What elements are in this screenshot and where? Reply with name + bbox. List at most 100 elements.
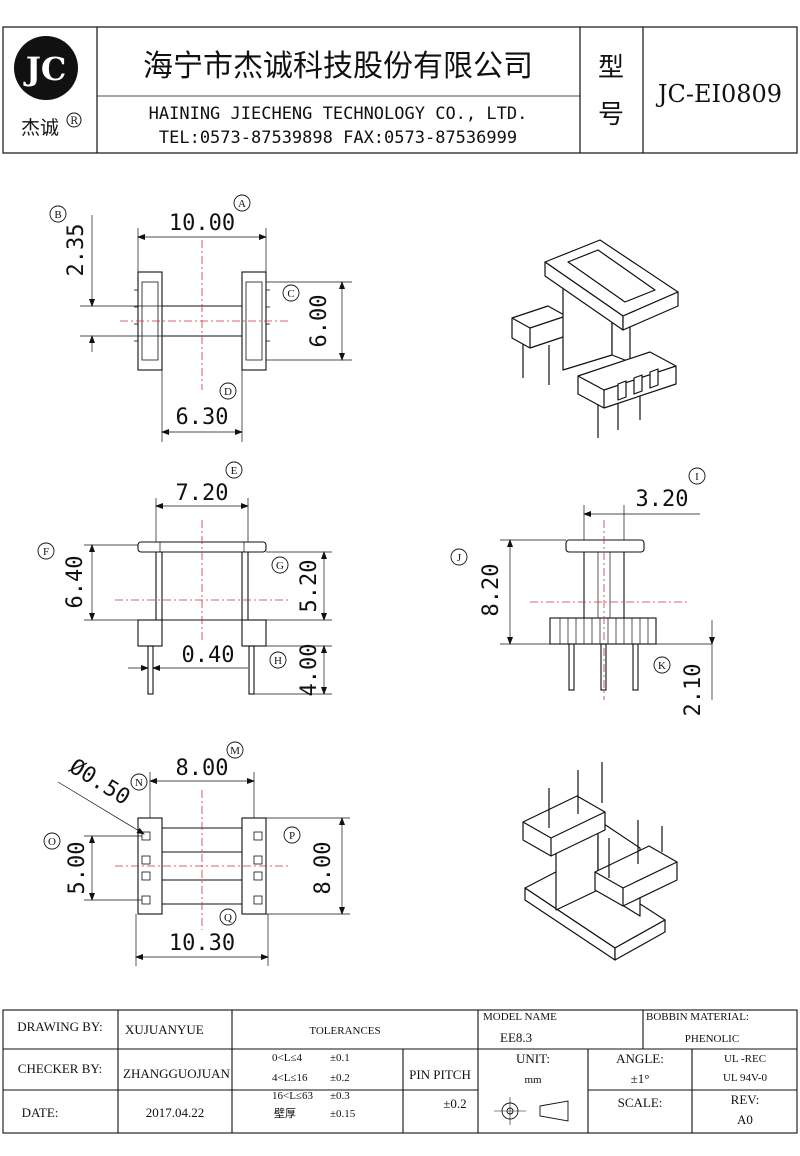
dim-f-value: 6.40 — [63, 556, 88, 609]
dim-e-value: 7.20 — [176, 481, 229, 506]
isometric-view-bottom — [522, 762, 678, 961]
tolerances-label: TOLERANCES — [309, 1025, 380, 1037]
svg-text:G: G — [276, 560, 284, 572]
svg-text:E: E — [231, 465, 238, 477]
tag-e: E — [225, 461, 243, 479]
dim-h-value: 4.00 — [297, 644, 322, 697]
unit-label: UNIT: — [516, 1051, 550, 1066]
tol-value-1: ±0.2 — [330, 1072, 350, 1084]
model-name-label: MODEL NAME — [483, 1011, 557, 1023]
svg-text:M: M — [230, 745, 240, 757]
svg-text:N: N — [135, 777, 143, 789]
dim-b-value: 2.35 — [64, 224, 89, 277]
tag-a: A — [233, 194, 251, 212]
tag-h: H — [269, 651, 287, 669]
tag-p: P — [283, 826, 301, 844]
tag-g: G — [271, 556, 289, 574]
dim-n-value: Ø0.50 — [65, 754, 134, 810]
tol-value-2: ±0.3 — [330, 1090, 350, 1102]
dim-j-value: 8.20 — [479, 564, 504, 617]
dim-p-value: 8.00 — [311, 842, 336, 895]
dim-m-value: 8.00 — [176, 756, 229, 781]
dim-d-value: 6.30 — [176, 405, 229, 430]
front-view — [84, 498, 332, 695]
company-name-cn: 海宁市杰诚科技股份有限公司 — [143, 49, 533, 84]
checker-by-value: ZHANGGUOJUAN — [123, 1066, 230, 1081]
logo-text: JC — [23, 50, 67, 88]
date-label: DATE: — [22, 1105, 59, 1120]
svg-text:A: A — [238, 198, 246, 210]
tag-q: Q — [219, 908, 237, 926]
tag-o: O — [43, 832, 61, 850]
tag-k: K — [653, 656, 671, 674]
drawing-by-value: XUJUANYUE — [125, 1022, 204, 1037]
dim-q-value: 10.30 — [169, 931, 235, 956]
isometric-view-top — [511, 239, 679, 438]
projection-symbol — [494, 1097, 569, 1125]
title-block-grid — [2, 1009, 798, 1134]
svg-text:P: P — [289, 830, 295, 842]
unit-value: mm — [524, 1074, 542, 1086]
svg-text:H: H — [274, 655, 282, 667]
model-label-2: 号 — [598, 100, 624, 130]
model-number: JC-EI0809 — [655, 80, 782, 108]
bobbin-material-value: PHENOLIC — [685, 1033, 739, 1045]
tag-c: C — [282, 284, 300, 302]
title-header — [2, 26, 798, 154]
tol-value-3: ±0.15 — [330, 1108, 356, 1120]
bobbin-material-label: BOBBIN MATERIAL: — [646, 1011, 749, 1023]
pin-pitch-value: ±0.2 — [443, 1096, 466, 1111]
dimension-tags: A B C D E F G H I J K M N O P Q — [37, 194, 706, 926]
tag-i: I — [688, 467, 706, 485]
company-contact: TEL:0573-87539898 FAX:0573-87536999 — [159, 128, 517, 148]
ul-rec: UL -REC — [724, 1053, 766, 1065]
registered-mark: R — [70, 116, 78, 127]
pin-pitch-label: PIN PITCH — [409, 1067, 471, 1082]
tol-range-2: 16<L≤63 — [272, 1090, 313, 1102]
dim-k-value: 2.10 — [681, 664, 706, 717]
svg-text:I: I — [695, 471, 699, 483]
dim-o-value: 5.00 — [65, 842, 90, 895]
company-logo: JC 杰诚 R — [14, 36, 82, 139]
svg-text:D: D — [224, 386, 232, 398]
tol-value-0: ±0.1 — [330, 1052, 350, 1064]
bottom-view — [57, 772, 350, 966]
dim-g-value: 5.20 — [297, 560, 322, 613]
tol-range-3: 壁厚 — [274, 1106, 296, 1120]
tag-b: B — [49, 205, 67, 223]
svg-text:B: B — [54, 209, 61, 221]
date-value: 2017.04.22 — [146, 1105, 205, 1120]
tag-j: J — [450, 548, 468, 566]
svg-text:F: F — [43, 546, 49, 558]
rev-label: REV: — [731, 1092, 760, 1107]
tag-f: F — [37, 542, 55, 560]
svg-text:C: C — [287, 288, 294, 300]
scale-label: SCALE: — [618, 1095, 663, 1110]
pin-diameter-value: 0.40 — [182, 643, 235, 668]
logo-subtext: 杰诚 — [21, 117, 59, 139]
tol-range-0: 0<L≤4 — [272, 1052, 302, 1064]
tag-m: M — [226, 741, 244, 759]
rev-value: A0 — [737, 1112, 753, 1127]
angle-label: ANGLE: — [616, 1051, 664, 1066]
ul-94v0: UL 94V-0 — [723, 1072, 768, 1084]
company-name-en: HAINING JIECHENG TECHNOLOGY CO., LTD. — [149, 104, 528, 124]
svg-text:Q: Q — [224, 912, 232, 924]
svg-text:K: K — [658, 660, 666, 672]
dim-c-value: 6.00 — [307, 295, 332, 348]
tag-d: D — [219, 382, 237, 400]
angle-value: ±1° — [631, 1071, 650, 1086]
svg-text:J: J — [457, 552, 462, 564]
model-name-value: EE8.3 — [500, 1030, 532, 1045]
tag-n: N — [130, 773, 148, 791]
checker-by-label: CHECKER BY: — [18, 1061, 102, 1076]
side-view — [500, 505, 715, 700]
svg-text:O: O — [48, 836, 56, 848]
tol-range-1: 4<L≤16 — [272, 1072, 308, 1084]
drawing-by-label: DRAWING BY: — [17, 1019, 103, 1034]
dim-i-value: 3.20 — [636, 487, 689, 512]
dim-a-value: 10.00 — [169, 211, 235, 236]
model-label-1: 型 — [598, 53, 624, 83]
top-view — [80, 215, 352, 442]
